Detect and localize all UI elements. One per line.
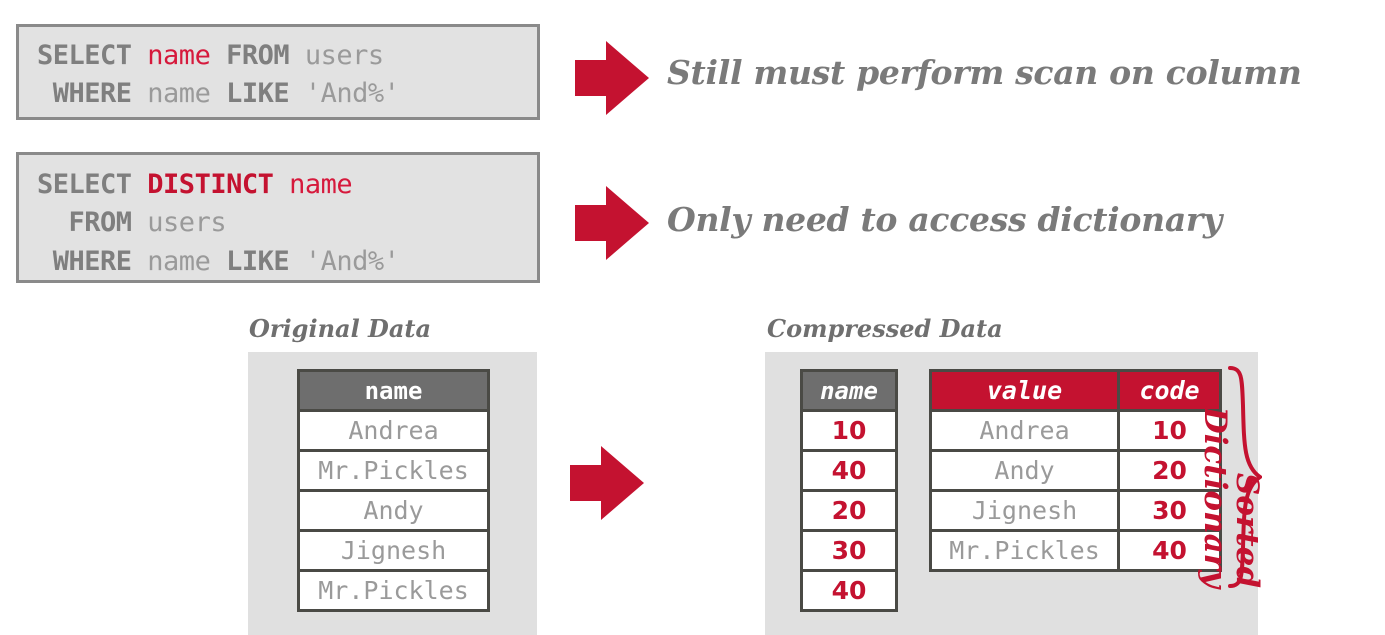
- sql-column-name: name: [289, 169, 353, 200]
- sql-query-scan: SELECT name FROM users WHERE name LIKE '…: [16, 24, 540, 120]
- sql-space: [273, 169, 289, 200]
- sql-keyword-like: LIKE: [226, 245, 305, 277]
- sql-query-distinct: SELECT DISTINCT name FROM users WHERE na…: [16, 152, 540, 283]
- table-row: 40: [1117, 529, 1222, 572]
- table-row: 30: [1117, 489, 1222, 532]
- table-dictionary-code: code 10 20 30 40: [1117, 369, 1222, 572]
- sql-column-name: name: [147, 40, 211, 71]
- right-arrow-icon: [570, 446, 644, 520]
- sql-where-column: name: [147, 245, 227, 277]
- column-header-value: value: [929, 369, 1120, 412]
- sql-where-column: name: [147, 78, 227, 110]
- label-compressed-data: Compressed Data: [767, 314, 1003, 343]
- sql-keyword-from: FROM: [37, 207, 148, 239]
- sql-keyword-where: WHERE: [37, 245, 148, 277]
- sql-keyword-distinct: DISTINCT: [147, 169, 274, 200]
- table-row: 40: [800, 569, 898, 612]
- table-compressed-codes: name 10 40 20 30 40: [800, 369, 898, 612]
- table-row: 10: [1117, 409, 1222, 452]
- curly-brace-icon: [1228, 366, 1262, 588]
- table-original-data: name Andrea Mr.Pickles Andy Jignesh Mr.P…: [297, 369, 490, 612]
- table-row: Mr.Pickles: [297, 449, 490, 492]
- table-row: Andy: [297, 489, 490, 532]
- sorted-dictionary-line-1: Sorted: [1229, 472, 1265, 588]
- table-row: Andrea: [297, 409, 490, 452]
- label-sorted-dictionary: Sorted Dictionary: [1144, 368, 1265, 588]
- column-header-name: name: [800, 369, 898, 412]
- table-row: Mr.Pickles: [297, 569, 490, 612]
- sql-keyword-select: SELECT: [37, 169, 148, 200]
- table-row: Andy: [929, 449, 1120, 492]
- callout-dictionary: Only need to access dictionary: [667, 200, 1222, 239]
- sql-keyword-where: WHERE: [37, 78, 148, 110]
- table-row: Andrea: [929, 409, 1120, 452]
- right-arrow-icon: [575, 186, 649, 260]
- sql-like-pattern: 'And%': [304, 78, 400, 110]
- label-original-data: Original Data: [249, 314, 432, 343]
- sorted-dictionary-line-2: Dictionary: [1197, 406, 1234, 588]
- sql-keyword-select: SELECT: [37, 40, 148, 71]
- table-row: Jignesh: [297, 529, 490, 572]
- table-row: 10: [800, 409, 898, 452]
- callout-scan: Still must perform scan on column: [667, 53, 1302, 92]
- table-row: 40: [800, 449, 898, 492]
- sql-table-users: users: [304, 40, 384, 71]
- table-dictionary-value: value Andrea Andy Jignesh Mr.Pickles: [929, 369, 1120, 572]
- table-row: Mr.Pickles: [929, 529, 1120, 572]
- table-row: Jignesh: [929, 489, 1120, 532]
- column-header-name: name: [297, 369, 490, 412]
- right-arrow-icon: [575, 41, 649, 115]
- table-row: 20: [800, 489, 898, 532]
- sql-like-pattern: 'And%': [304, 245, 400, 277]
- table-row: 30: [800, 529, 898, 572]
- sql-keyword-like: LIKE: [226, 78, 305, 110]
- sql-table-users: users: [147, 207, 227, 239]
- sql-keyword-from: FROM: [210, 40, 305, 71]
